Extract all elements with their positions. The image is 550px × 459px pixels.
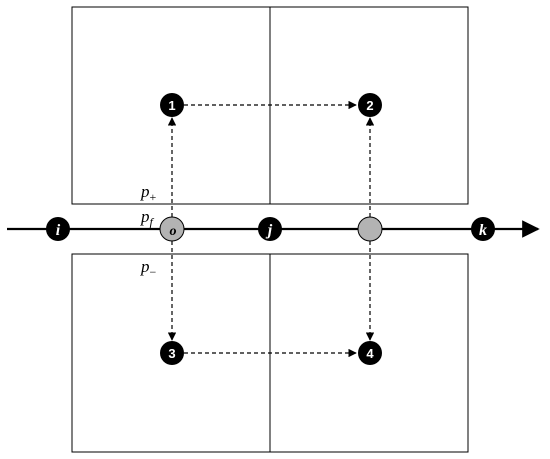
node-o-label: o [170,224,177,239]
node-i: i [46,217,70,241]
label-p-minus-base: p [140,257,150,276]
point-2: 2 [358,93,382,117]
label-p-plus-base: p [140,182,150,201]
node-k-label: k [479,222,487,239]
point-1: 1 [160,93,184,117]
node-j-label: j [265,222,273,239]
grey-node-right [357,216,383,242]
point-2-label: 2 [366,98,373,113]
point-3-label: 3 [168,346,175,361]
node-o: o [159,216,185,242]
label-p-plus: p+ [140,182,157,204]
point-4: 4 [358,341,382,365]
node-k: k [471,217,495,241]
point-1-label: 1 [168,98,175,113]
point-4-label: 4 [366,346,374,361]
label-p-minus-sub: − [150,265,157,279]
node-i-label: i [56,222,61,239]
node-j: j [258,217,282,241]
label-p-plus-sub: + [150,190,157,204]
point-3: 3 [160,341,184,365]
label-p-f-base: p [140,207,150,226]
label-p-f-sub: f [150,215,155,229]
label-p-minus: p− [140,257,157,279]
label-p-f: pf [140,207,155,229]
